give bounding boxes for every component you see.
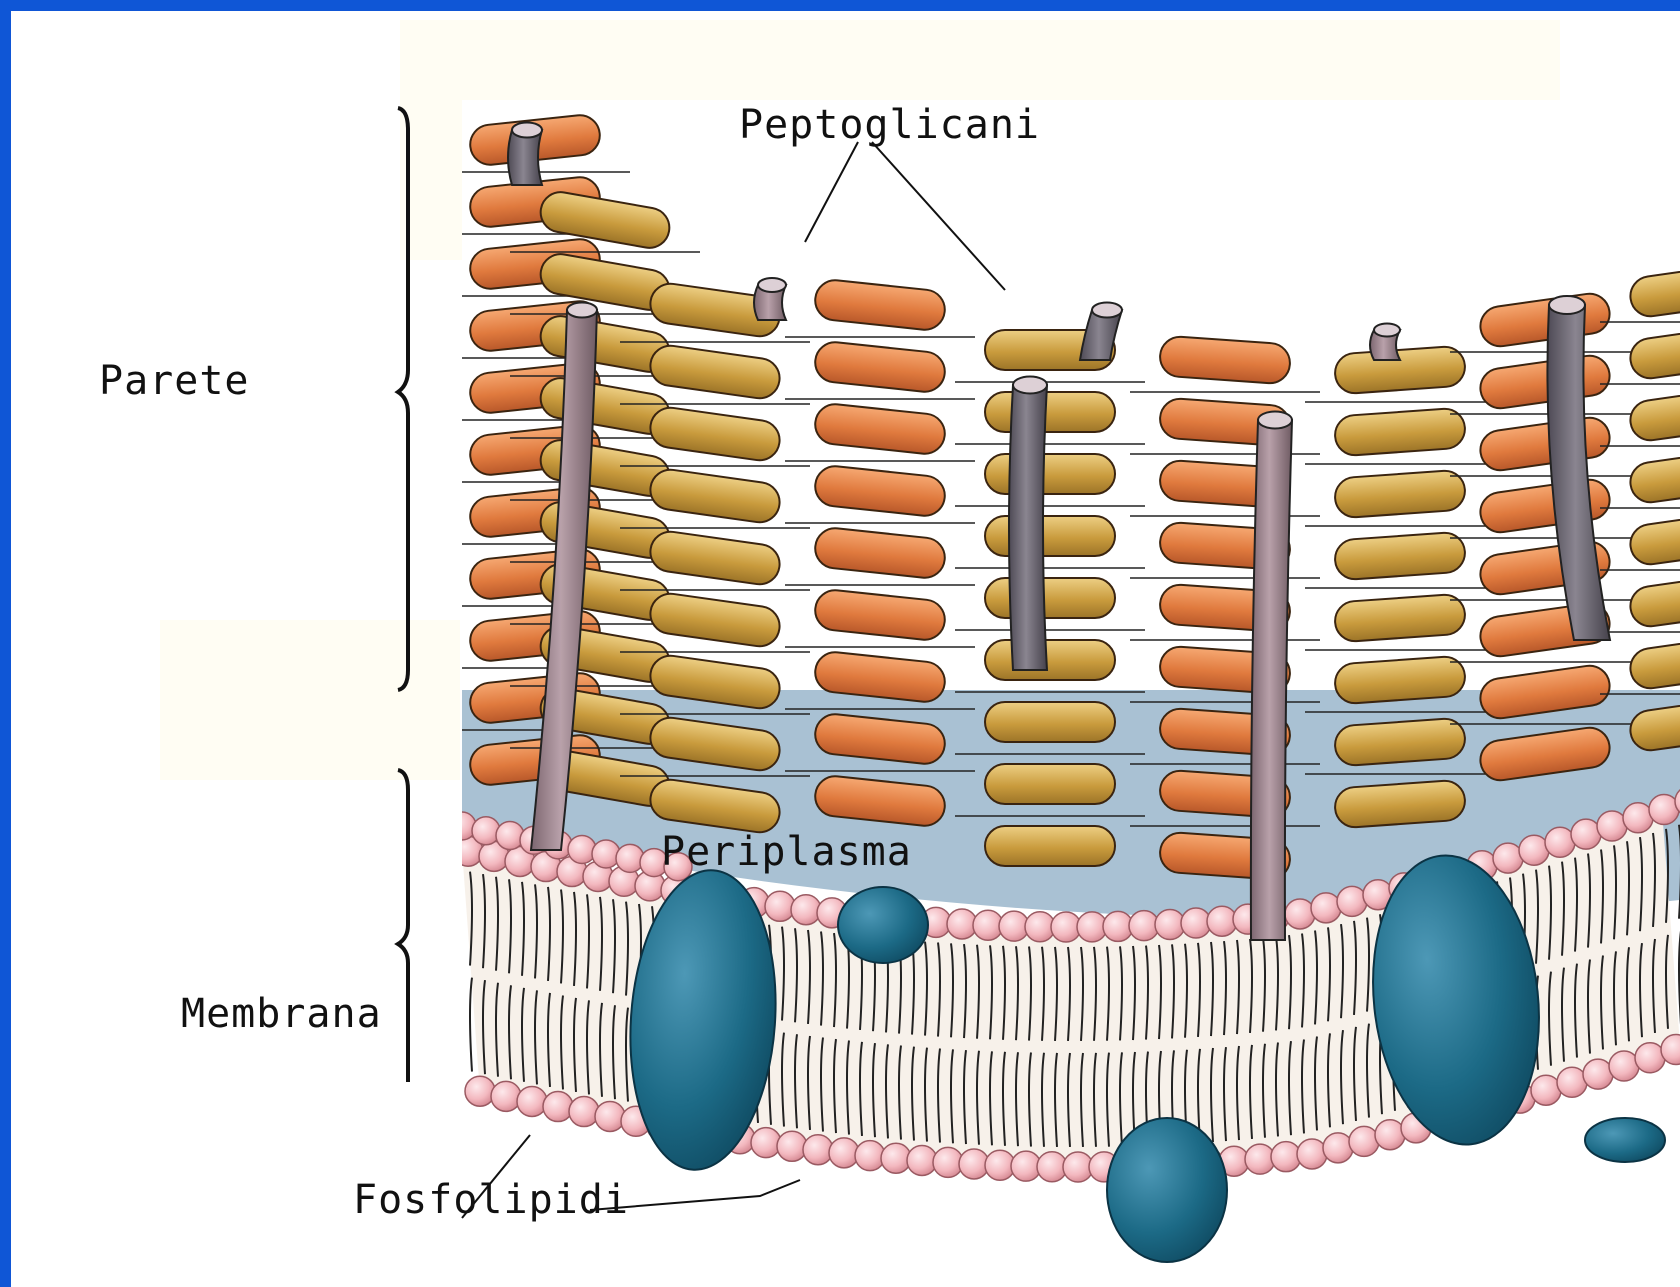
phospholipid-head bbox=[543, 1092, 573, 1122]
phospholipid-head bbox=[491, 1081, 521, 1111]
label-periplasma: Periplasma bbox=[661, 832, 912, 872]
teichoic-rod bbox=[1251, 420, 1292, 940]
phospholipid-head bbox=[496, 822, 524, 850]
phospholipid-head bbox=[1323, 1133, 1353, 1163]
glycan-strand bbox=[985, 392, 1115, 432]
glycan-strand bbox=[985, 454, 1115, 494]
rod-cap bbox=[758, 278, 786, 292]
glycan-strand bbox=[1159, 336, 1291, 385]
glycan-strand bbox=[1334, 718, 1466, 767]
rod-cap bbox=[1549, 296, 1585, 314]
phospholipid-head bbox=[1297, 1139, 1327, 1169]
phospholipid-head bbox=[465, 1076, 495, 1106]
rod-cap bbox=[1013, 377, 1047, 394]
rod-cap bbox=[567, 303, 597, 318]
glycan-strand bbox=[985, 516, 1115, 556]
glycan-strand bbox=[1334, 346, 1466, 395]
label-parete: Parete bbox=[99, 361, 250, 401]
phospholipid-head bbox=[765, 891, 795, 921]
label-membrana: Membrana bbox=[181, 994, 382, 1034]
phospholipid-head bbox=[472, 817, 500, 845]
phospholipid-head bbox=[751, 1128, 781, 1158]
rod-cap bbox=[1092, 303, 1122, 318]
glycan-strand bbox=[1334, 780, 1466, 829]
phospholipid-head bbox=[1285, 899, 1315, 929]
rod-cap bbox=[512, 123, 542, 138]
phospholipid-head bbox=[569, 1097, 599, 1127]
membrane-protein bbox=[1107, 1118, 1227, 1262]
glycan-strand bbox=[1334, 656, 1466, 705]
phospholipid-head bbox=[1349, 1126, 1379, 1156]
phospholipid-head bbox=[616, 844, 644, 872]
phospholipid-head bbox=[1311, 893, 1341, 923]
phospholipid-head bbox=[803, 1135, 833, 1165]
membrane-protein bbox=[838, 887, 928, 963]
phospholipid-head bbox=[448, 812, 476, 840]
glycan-strand bbox=[985, 640, 1115, 680]
glycan-strand bbox=[985, 764, 1115, 804]
glycan-strand bbox=[985, 702, 1115, 742]
membrane-protein bbox=[1585, 1118, 1665, 1162]
glycan-strand bbox=[1334, 408, 1466, 457]
glycan-strand bbox=[1334, 594, 1466, 643]
phospholipid-head bbox=[1375, 1120, 1405, 1150]
backdrop-patch bbox=[160, 620, 460, 780]
phospholipid-head bbox=[517, 1086, 547, 1116]
brace-membrana bbox=[398, 770, 408, 1082]
glycan-strand bbox=[985, 826, 1115, 866]
label-peptoglicani: Peptoglicani bbox=[739, 105, 1040, 145]
rod-cap bbox=[1374, 324, 1400, 337]
phospholipid-head bbox=[829, 1138, 859, 1168]
rod-cap bbox=[1258, 412, 1292, 429]
phospholipid-head bbox=[791, 895, 821, 925]
phospholipid-head bbox=[1337, 886, 1367, 916]
phospholipid-head bbox=[595, 1101, 625, 1131]
phospholipid-head bbox=[568, 835, 596, 863]
glycan-strand bbox=[1334, 470, 1466, 519]
phospholipid-head bbox=[777, 1131, 807, 1161]
phospholipid-head bbox=[592, 840, 620, 868]
glycan-strand bbox=[1334, 532, 1466, 581]
glycan-strand bbox=[985, 578, 1115, 618]
label-fosfolipidi: Fosfolipidi bbox=[353, 1180, 629, 1220]
teichoic-rod bbox=[1009, 385, 1047, 670]
